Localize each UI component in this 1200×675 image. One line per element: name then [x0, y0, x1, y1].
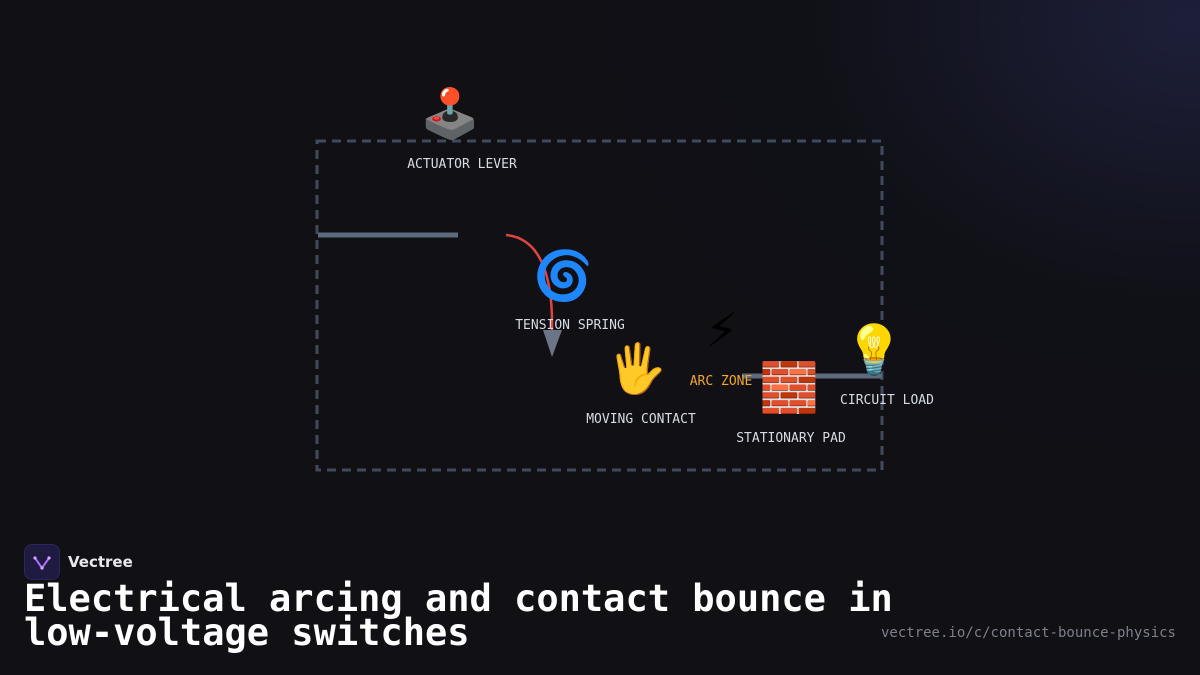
- stationary-pad-label: STATIONARY PAD: [736, 431, 846, 446]
- raised-hand-icon: 🖐: [607, 341, 667, 397]
- moving-contact-label: MOVING CONTACT: [586, 412, 696, 427]
- brand: Vectree: [24, 544, 133, 580]
- brand-name: Vectree: [68, 553, 133, 571]
- cyclone-icon: 🌀: [533, 248, 593, 304]
- lightning-icon: ⚡: [705, 303, 739, 359]
- force-arrowhead: [543, 330, 562, 357]
- switch-enclosure: [315, 139, 884, 472]
- page-title: Electrical arcing and contact bounce in …: [24, 577, 893, 654]
- joystick-icon: 🕹️: [420, 86, 480, 142]
- arc-zone-label: ARC ZONE: [689, 374, 753, 389]
- light-bulb-icon: 💡: [844, 322, 904, 378]
- actuator-lever-label: ACTUATOR LEVER: [407, 157, 517, 172]
- brick-icon: 🧱: [759, 360, 819, 416]
- tension-spring-label: TENSION SPRING: [515, 318, 625, 333]
- spring-force-path: [505, 233, 554, 331]
- circuit-load-label: CIRCUIT LOAD: [840, 393, 934, 408]
- vectree-logo-icon: [24, 544, 60, 580]
- source-url[interactable]: vectree.io/c/contact-bounce-physics: [880, 625, 1176, 641]
